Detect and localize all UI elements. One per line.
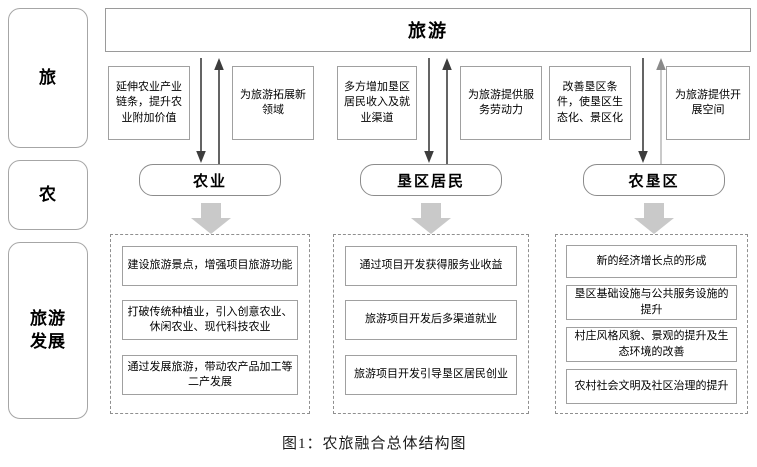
bidirectional-arrows-residents [424, 58, 452, 164]
relation-up-label-residents: 为旅游提供服务劳动力 [460, 66, 542, 140]
outcome-item-text: 村庄风格风貌、景观的提升及生态环境的改善 [574, 330, 729, 358]
outcome-item: 通过项目开发获得服务业收益 [345, 246, 517, 286]
top-node-tourism: 旅游 [105, 8, 751, 52]
outcome-item: 农村社会文明及社区治理的提升 [566, 369, 737, 404]
relation-up-text: 为旅游拓展新领域 [240, 88, 306, 116]
outcome-item: 旅游项目开发后多渠道就业 [345, 300, 517, 340]
outcome-item-text: 通过项目开发获得服务业收益 [359, 259, 503, 272]
entity-node-label: 农垦区 [628, 172, 680, 190]
figure-caption: 图1：农旅融合总体结构图 [282, 432, 467, 453]
entity-node-label: 垦区居民 [396, 172, 465, 190]
entity-node-label: 农业 [192, 172, 227, 190]
category-label-text: 农 [39, 184, 57, 204]
relation-down-text: 改善垦区条件，使垦区生态化、景区化 [557, 81, 623, 124]
outcome-item-text: 建设旅游景点，增强项目旅游功能 [127, 259, 293, 272]
relation-down-label-agriculture: 延伸农业产业链条，提升农业附加价值 [108, 66, 190, 140]
entity-node-residents: 垦区居民 [360, 164, 502, 196]
top-node-label: 旅游 [408, 21, 448, 41]
outcome-item: 打破传统种植业，引入创意农业、休闲农业、现代科技农业 [122, 300, 298, 340]
outcome-item-text: 农村社会文明及社区治理的提升 [574, 379, 729, 392]
flow-arrow-reclamation [634, 203, 674, 234]
outcome-item: 村庄风格风貌、景观的提升及生态环境的改善 [566, 327, 737, 362]
category-label-tourism-development: 旅游 发展 [8, 242, 88, 419]
outcome-item-text: 垦区基础设施与公共服务设施的提升 [574, 288, 729, 316]
relation-down-text: 多方增加垦区居民收入及就业渠道 [344, 81, 410, 124]
relation-down-label-reclamation: 改善垦区条件，使垦区生态化、景区化 [549, 66, 631, 140]
figure-caption-text: 图1：农旅融合总体结构图 [282, 436, 467, 452]
outcome-item-text: 打破传统种植业，引入创意农业、休闲农业、现代科技农业 [127, 305, 293, 333]
relation-up-text: 为旅游提供开展空间 [675, 88, 741, 116]
relation-up-label-agriculture: 为旅游拓展新领域 [232, 66, 314, 140]
category-label-agriculture: 农 [8, 160, 88, 230]
category-label-tourism: 旅 [8, 8, 88, 148]
flow-arrow-residents [411, 203, 451, 234]
bidirectional-arrows-agriculture [196, 58, 224, 164]
outcome-item-text: 旅游项目开发引导垦区居民创业 [354, 368, 508, 381]
category-label-text-line1: 旅游 [30, 308, 66, 328]
outcome-item: 建设旅游景点，增强项目旅游功能 [122, 246, 298, 286]
category-label-text-line2: 发展 [30, 331, 66, 351]
outcome-item-text: 旅游项目开发后多渠道就业 [365, 313, 497, 326]
category-label-text: 旅 [39, 67, 57, 87]
outcome-item: 垦区基础设施与公共服务设施的提升 [566, 285, 737, 320]
relation-up-label-reclamation: 为旅游提供开展空间 [666, 66, 750, 140]
outcome-item: 新的经济增长点的形成 [566, 245, 737, 278]
relation-up-text: 为旅游提供服务劳动力 [468, 88, 534, 116]
outcome-item: 旅游项目开发引导垦区居民创业 [345, 355, 517, 395]
outcome-item: 通过发展旅游，带动农产品加工等二产发展 [122, 355, 298, 395]
relation-down-text: 延伸农业产业链条，提升农业附加价值 [116, 81, 182, 124]
flow-arrow-agriculture [191, 203, 231, 234]
relation-down-label-residents: 多方增加垦区居民收入及就业渠道 [337, 66, 417, 140]
entity-node-reclamation: 农垦区 [583, 164, 725, 196]
outcome-item-text: 通过发展旅游，带动农产品加工等二产发展 [127, 360, 293, 388]
entity-node-agriculture: 农业 [139, 164, 281, 196]
outcome-item-text: 新的经济增长点的形成 [596, 254, 707, 267]
